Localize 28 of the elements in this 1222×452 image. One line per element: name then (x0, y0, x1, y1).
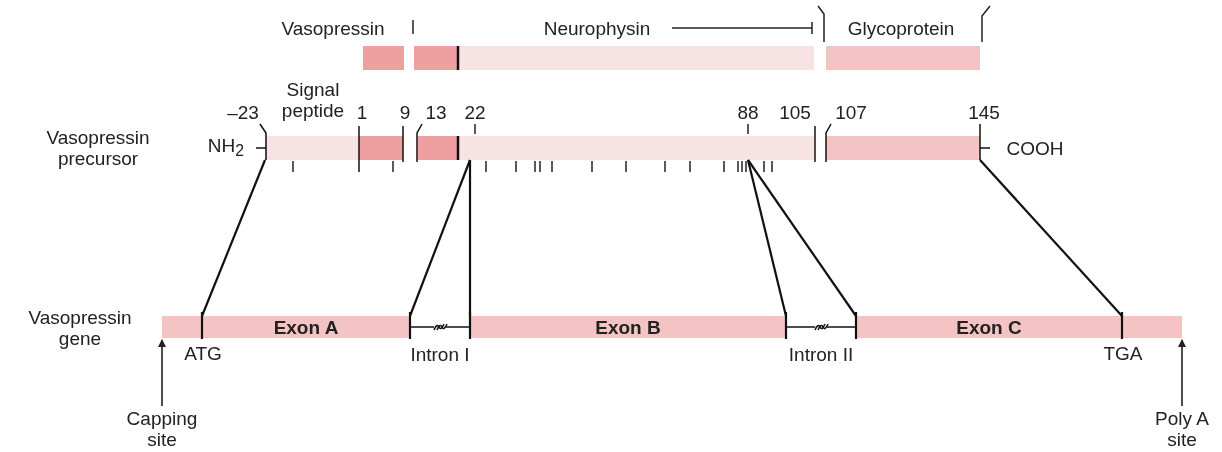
row-label: Vasopressin precursor (45, 127, 151, 169)
position-number: 13 (425, 101, 447, 123)
site-label: Capping site (122, 408, 202, 450)
exon-bar: Exon A (202, 316, 410, 338)
position-number: 107 (835, 101, 867, 123)
position-number: 105 (779, 101, 811, 123)
codon-label: ATG (184, 342, 222, 364)
position-number: 1 (356, 101, 368, 123)
codon-label: TGA (1103, 342, 1143, 364)
region-label: Vasopressin (281, 17, 385, 39)
region-label: Glycoprotein (847, 17, 955, 39)
position-number: 22 (464, 101, 486, 123)
arrow (1178, 339, 1186, 407)
intron-label: Intron I (410, 344, 470, 365)
exon-bar: Exon C (856, 316, 1122, 338)
site-label: Poly A site (1142, 408, 1222, 450)
region-label: Signal peptide (280, 79, 346, 121)
terminus-label: COOH (1006, 137, 1064, 159)
position-number: 145 (968, 101, 1000, 123)
position-number: –23 (227, 101, 259, 123)
position-number: 88 (737, 101, 759, 123)
intron-label: Intron II (788, 344, 854, 365)
arrow (158, 339, 166, 407)
terminus-label: NH$_{2}$ (207, 134, 245, 162)
row-label: Vasopressin gene (27, 307, 133, 349)
region-label: Neurophysin (543, 17, 651, 39)
position-number: 9 (399, 101, 411, 123)
exon-bar: Exon B (470, 316, 786, 338)
